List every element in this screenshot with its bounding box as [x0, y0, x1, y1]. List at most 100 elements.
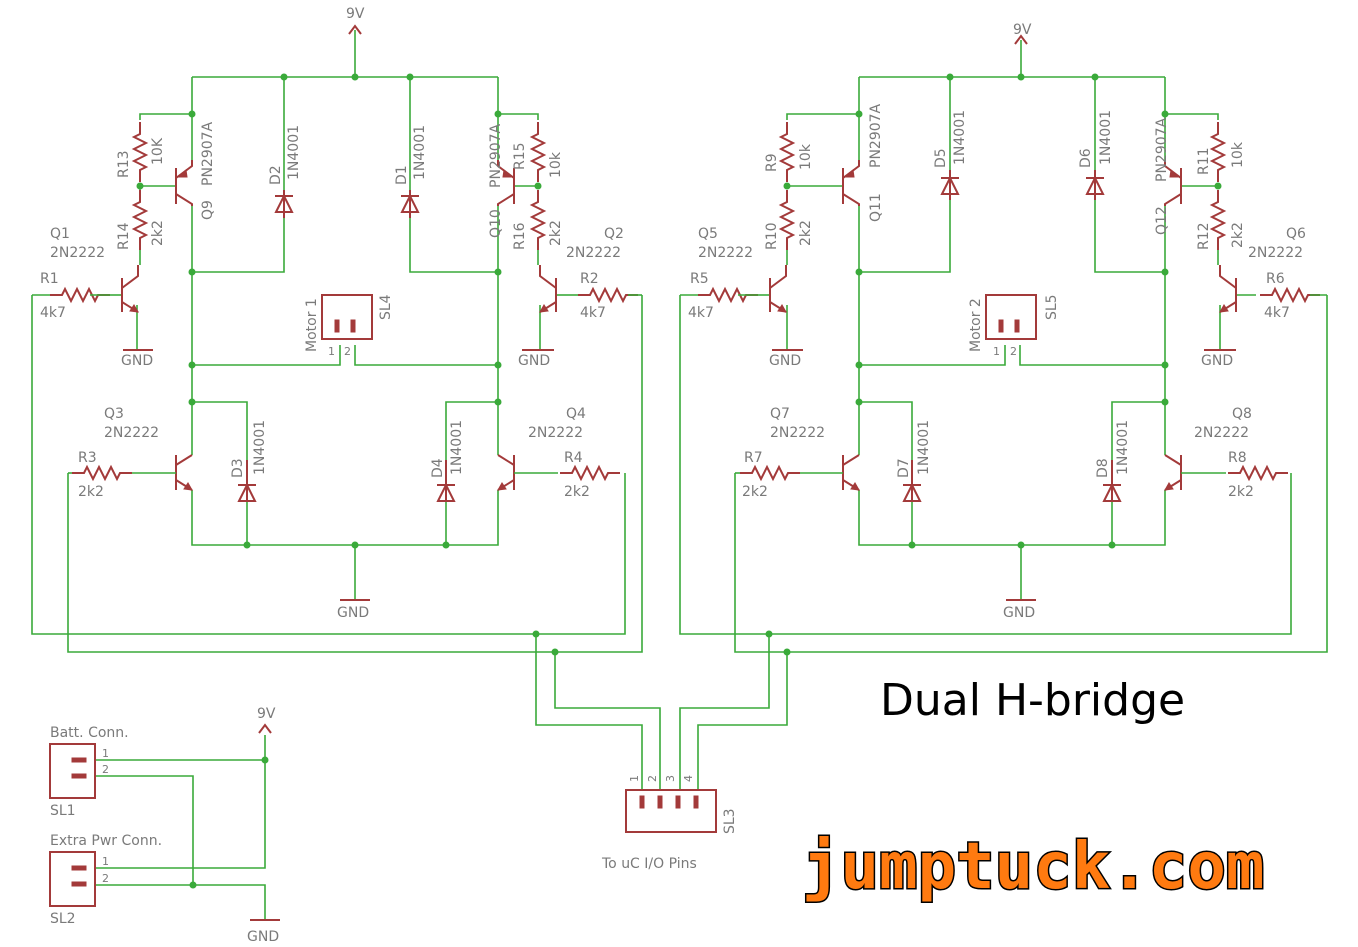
diode-d8: D8 1N4001 [1095, 420, 1131, 502]
svg-text:Q11: Q11 [868, 193, 884, 222]
resistor-r16: R16 2k2 [512, 189, 564, 251]
svg-text:R2: R2 [580, 271, 599, 287]
transistor-q3: Q3 2N2222 [104, 406, 193, 491]
svg-text:Q7: Q7 [770, 406, 790, 422]
svg-text:R7: R7 [744, 450, 763, 466]
resistor-r15: R15 10k [512, 121, 564, 183]
svg-text:R4: R4 [564, 450, 583, 466]
transistor-q8: Q8 2N2222 [1164, 406, 1252, 491]
diode-d3: D3 1N4001 [230, 420, 268, 502]
bridge1-wires [31, 30, 661, 790]
svg-text:Q4: Q4 [566, 406, 586, 422]
svg-text:R9: R9 [764, 153, 780, 172]
extra-power-connector-sl2: 1 2 Extra Pwr Conn. SL2 [49, 833, 162, 927]
svg-text:2: 2 [102, 872, 109, 885]
svg-text:D2: D2 [268, 165, 284, 185]
svg-text:2N2222: 2N2222 [50, 245, 105, 261]
svg-text:2k2: 2k2 [798, 220, 814, 246]
svg-text:9V: 9V [257, 706, 276, 722]
motor1-connector-sl4: 1 2 Motor 1 SL4 [304, 294, 394, 358]
diode-d5: D5 1N4001 [933, 110, 968, 200]
svg-text:4k7: 4k7 [688, 305, 714, 321]
svg-text:GND: GND [518, 353, 550, 369]
svg-text:R14: R14 [116, 222, 132, 250]
svg-text:Batt. Conn.: Batt. Conn. [50, 725, 129, 741]
svg-text:2: 2 [344, 345, 351, 358]
resistor-r10: R10 2k2 [764, 189, 814, 251]
svg-text:1: 1 [102, 747, 109, 760]
svg-text:2: 2 [646, 775, 659, 782]
transistor-q4: Q4 2N2222 [497, 406, 586, 491]
svg-text:2k2: 2k2 [78, 484, 104, 500]
svg-text:10k: 10k [548, 151, 564, 178]
ground-4: GND [769, 349, 803, 369]
svg-text:Q8: Q8 [1232, 406, 1252, 422]
svg-text:1N4001: 1N4001 [1098, 110, 1114, 165]
resistor-r6: R6 4k7 [1259, 271, 1327, 321]
svg-text:2k2: 2k2 [742, 484, 768, 500]
svg-text:PN2907A: PN2907A [200, 121, 216, 186]
svg-text:1: 1 [628, 775, 641, 782]
svg-text:D5: D5 [933, 148, 949, 168]
svg-text:Motor 1: Motor 1 [304, 298, 320, 352]
svg-text:To uC I/O Pins: To uC I/O Pins [601, 856, 697, 872]
svg-text:Q3: Q3 [104, 406, 124, 422]
svg-text:2: 2 [102, 763, 109, 776]
svg-text:R10: R10 [764, 222, 780, 250]
svg-text:Q2: Q2 [604, 226, 624, 242]
svg-text:1N4001: 1N4001 [412, 125, 428, 180]
svg-text:4k7: 4k7 [580, 305, 606, 321]
diode-d6: D6 1N4001 [1078, 110, 1114, 200]
power-wires [95, 735, 266, 920]
brand-logo: jumptuck.com [802, 830, 1264, 904]
diode-d2: D2 1N4001 [268, 125, 302, 218]
svg-text:4: 4 [682, 775, 695, 782]
resistor-r4: R4 2k2 [559, 450, 621, 500]
resistor-r11: R11 10k [1196, 121, 1246, 183]
svg-text:GND: GND [247, 929, 279, 945]
ground-6: GND [1003, 599, 1036, 621]
svg-text:1N4001: 1N4001 [286, 125, 302, 180]
svg-text:Q1: Q1 [50, 226, 70, 242]
resistor-r14: R14 2k2 [116, 186, 166, 251]
svg-text:2N2222: 2N2222 [104, 425, 159, 441]
transistor-q10: PN2907A Q10 [488, 123, 515, 238]
svg-text:2N2222: 2N2222 [528, 425, 583, 441]
diode-d4: D4 1N4001 [430, 420, 465, 502]
svg-text:Q6: Q6 [1286, 226, 1306, 242]
svg-text:2k2: 2k2 [564, 484, 590, 500]
svg-text:2k2: 2k2 [1228, 484, 1254, 500]
resistor-r2: R2 4k7 [570, 271, 642, 321]
svg-text:R11: R11 [1196, 147, 1212, 175]
junctions [136, 73, 1222, 889]
resistor-r9: R9 10k [764, 121, 814, 183]
svg-text:Motor 2: Motor 2 [968, 298, 984, 352]
svg-text:1N4001: 1N4001 [952, 110, 968, 165]
svg-text:D4: D4 [430, 458, 446, 478]
resistor-r1: R1 4k7 [32, 271, 111, 321]
transistor-q6: Q6 2N2222 [1219, 226, 1306, 313]
motor2-connector-sl5: 1 2 Motor 2 SL5 [968, 294, 1060, 358]
svg-text:Q10: Q10 [488, 209, 504, 238]
svg-text:PN2907A: PN2907A [488, 123, 504, 188]
svg-text:D7: D7 [896, 458, 912, 478]
ground-1: GND [121, 349, 153, 369]
svg-text:9V: 9V [1013, 22, 1032, 38]
uc-header-sl3: 1 2 3 4 SL3 To uC I/O Pins [601, 775, 738, 872]
resistor-r12: R12 2k2 [1196, 189, 1246, 251]
svg-text:Q9: Q9 [200, 200, 216, 220]
svg-text:GND: GND [1003, 605, 1035, 621]
svg-text:R15: R15 [512, 142, 528, 170]
transistor-q11: PN2907A Q11 [842, 103, 884, 222]
svg-text:2N2222: 2N2222 [1248, 245, 1303, 261]
svg-text:10K: 10K [150, 137, 166, 165]
diode-d1: D1 1N4001 [394, 125, 428, 218]
svg-text:GND: GND [337, 605, 369, 621]
svg-text:2N2222: 2N2222 [770, 425, 825, 441]
svg-text:R8: R8 [1228, 450, 1247, 466]
svg-text:2N2222: 2N2222 [698, 245, 753, 261]
svg-text:R13: R13 [116, 150, 132, 178]
svg-text:GND: GND [121, 353, 153, 369]
supply-9v-2: 9V [1013, 22, 1032, 45]
